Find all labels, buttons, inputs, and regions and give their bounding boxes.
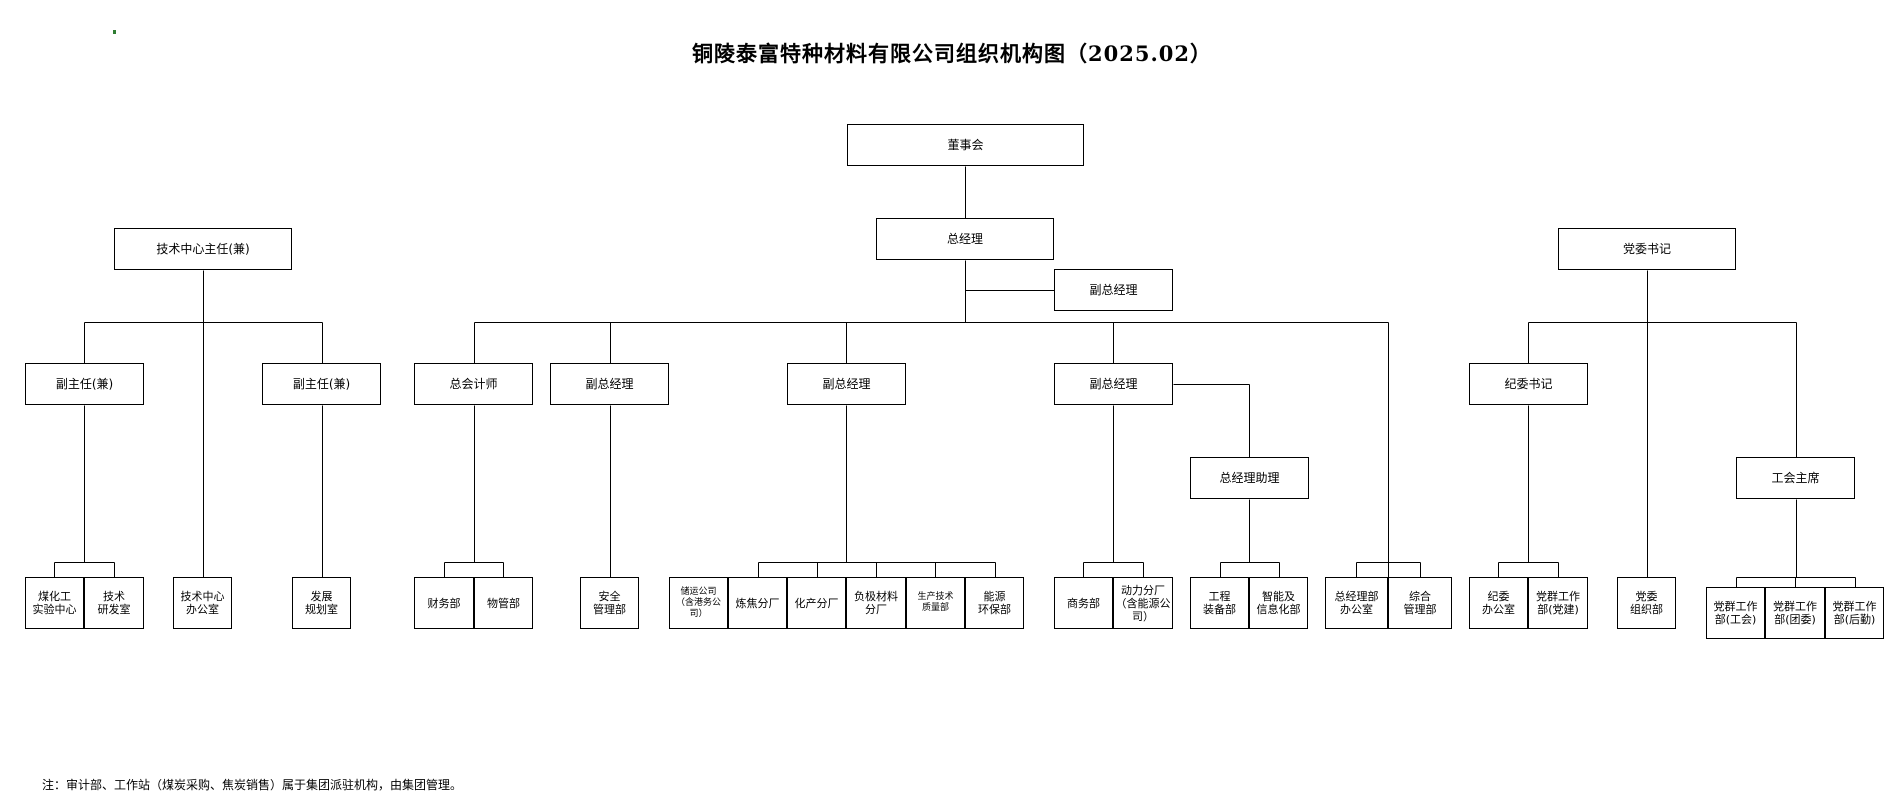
node-party-work-union: 党群工作 部(工会) [1706, 587, 1765, 639]
node-discipline-secretary: 纪委书记 [1469, 363, 1588, 405]
node-power-plant: 动力分厂 （含能源公 司） [1113, 577, 1173, 629]
node-party-work-party-building: 党群工作 部(党建) [1528, 577, 1588, 629]
node-deputy-director-1: 副主任(兼) [25, 363, 144, 405]
node-tech-rd-room: 技术 研发室 [84, 577, 144, 629]
node-discipline-office: 纪委 办公室 [1469, 577, 1528, 629]
node-smart-info-dept: 智能及 信息化部 [1249, 577, 1308, 629]
node-vgm-production: 副总经理 [787, 363, 906, 405]
node-materials-dept: 物管部 [474, 577, 533, 629]
node-safety-mgmt-dept: 安全 管理部 [580, 577, 639, 629]
node-union-chair: 工会主席 [1736, 457, 1855, 499]
node-tech-center-director: 技术中心主任(兼) [114, 228, 292, 270]
footnote: 注：审计部、工作站（煤炭采购、焦炭销售）属于集团派驻机构，由集团管理。 [42, 778, 463, 792]
node-party-secretary: 党委书记 [1558, 228, 1736, 270]
node-general-mgmt-dept: 综合 管理部 [1388, 577, 1452, 629]
node-party-work-logistics: 党群工作 部(后勤) [1825, 587, 1884, 639]
node-finance-dept: 财务部 [414, 577, 474, 629]
node-gm-assistant: 总经理助理 [1190, 457, 1309, 499]
node-party-org-dept: 党委 组织部 [1617, 577, 1676, 629]
node-commerce-dept: 商务部 [1054, 577, 1113, 629]
node-energy-env-dept: 能源 环保部 [965, 577, 1024, 629]
node-board: 董事会 [847, 124, 1084, 166]
corner-mark [113, 30, 116, 34]
node-tech-center-office: 技术中心 办公室 [173, 577, 232, 629]
node-storage-transport-co: 储运公司 （含港务公 司） [669, 577, 728, 629]
node-vgm-business: 副总经理 [1054, 363, 1173, 405]
node-gm-office: 总经理部 办公室 [1325, 577, 1388, 629]
node-coal-chemical-lab: 煤化工 实验中心 [25, 577, 84, 629]
chart-title: 铜陵泰富特种材料有限公司组织机构图（2025.02） [692, 41, 1212, 66]
node-anode-material-plant: 负极材料 分厂 [846, 577, 906, 629]
node-vgm-safety: 副总经理 [550, 363, 669, 405]
node-engineering-dept: 工程 装备部 [1190, 577, 1249, 629]
node-party-work-youth: 党群工作 部(团委) [1765, 587, 1825, 639]
node-general-manager: 总经理 [876, 218, 1054, 260]
node-chemical-plant: 化产分厂 [787, 577, 846, 629]
node-coking-plant: 炼焦分厂 [728, 577, 787, 629]
node-development-planning: 发展 规划室 [292, 577, 351, 629]
node-production-quality-dept: 生产技术 质量部 [906, 577, 965, 629]
node-chief-accountant: 总会计师 [414, 363, 533, 405]
node-vice-general-manager-top: 副总经理 [1054, 269, 1173, 311]
node-deputy-director-2: 副主任(兼) [262, 363, 381, 405]
